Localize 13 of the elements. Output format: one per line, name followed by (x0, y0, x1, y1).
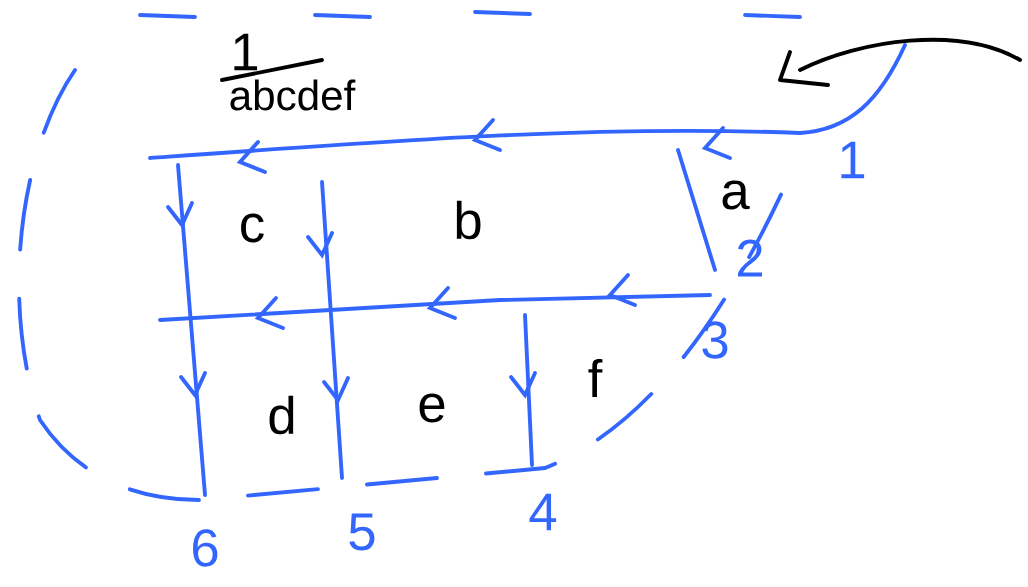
label: b (456, 200, 481, 240)
label: 1 (234, 33, 258, 71)
label: abcdef (230, 79, 356, 111)
label: 6 (193, 529, 218, 567)
label: d (269, 395, 294, 435)
label: e (419, 393, 445, 423)
label: 2 (738, 239, 763, 277)
label: f (588, 358, 603, 398)
label: 4 (529, 493, 557, 531)
label: a (722, 180, 750, 210)
label: c (241, 213, 264, 243)
label: 1 (841, 141, 865, 179)
label: 5 (349, 513, 375, 551)
